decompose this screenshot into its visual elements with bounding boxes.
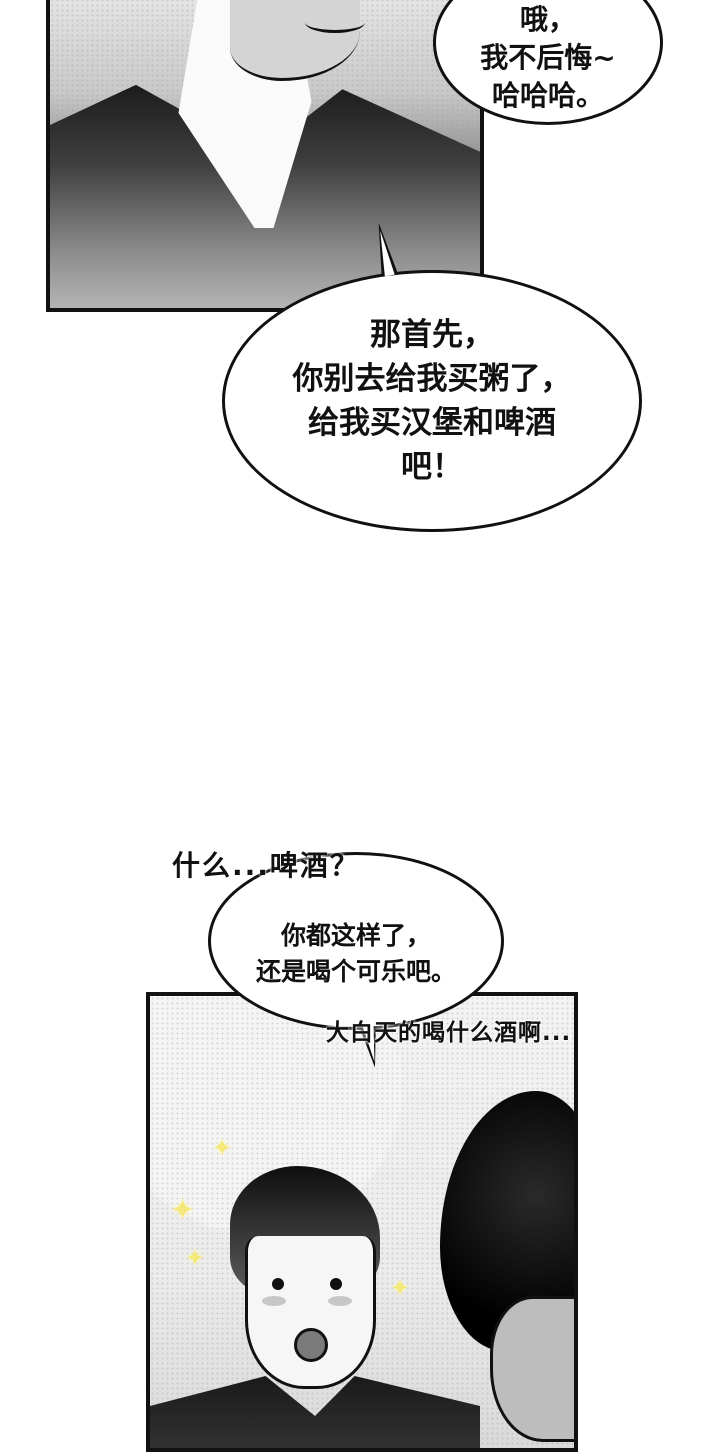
- speech-bubble-no-regret: 哦， 我不后悔~ 哈哈哈。: [433, 0, 663, 125]
- speech-bubble-cola: 你都这样了， 还是喝个可乐吧。: [208, 852, 504, 1030]
- smile-illustration: [305, 12, 365, 33]
- comic-panel-top: [46, 0, 484, 312]
- sparkle-icon: ✦: [185, 1244, 206, 1272]
- bubble-line: 我不后悔~: [480, 40, 616, 74]
- blush: [328, 1296, 352, 1306]
- bubble-line: 你都这样了，: [280, 921, 431, 950]
- bubble-line: 哈哈哈。: [491, 78, 604, 112]
- bubble-line: 还是喝个可乐吧。: [255, 957, 456, 986]
- open-mouth: [294, 1328, 328, 1362]
- blush: [262, 1296, 286, 1306]
- eye: [330, 1278, 342, 1290]
- sparkle-icon: ✦: [390, 1274, 411, 1302]
- sparkle-icon: ✦: [212, 1134, 233, 1162]
- comic-panel-bottom: ✦ ✦ ✦ ✦: [146, 992, 578, 1452]
- bubble-line: 吧！: [401, 449, 463, 485]
- floating-dialogue-what-beer: 什么...啤酒？: [172, 849, 360, 882]
- bubble-line: 你别去给我买粥了，: [292, 361, 572, 397]
- sparkle-icon: ✦: [170, 1193, 196, 1228]
- main-character-face: [245, 1236, 376, 1389]
- eye: [272, 1278, 284, 1290]
- bubble-line: 给我买汉堡和啤酒: [308, 405, 556, 441]
- bubble-line: 那首先，: [370, 317, 494, 353]
- speech-bubble-burger-beer: 那首先， 你别去给我买粥了， 给我买汉堡和啤酒 吧！: [222, 270, 642, 532]
- floating-dialogue-daytime-drinking: 大白天的喝什么酒啊...: [326, 1020, 572, 1046]
- bubble-line: 哦，: [519, 2, 576, 36]
